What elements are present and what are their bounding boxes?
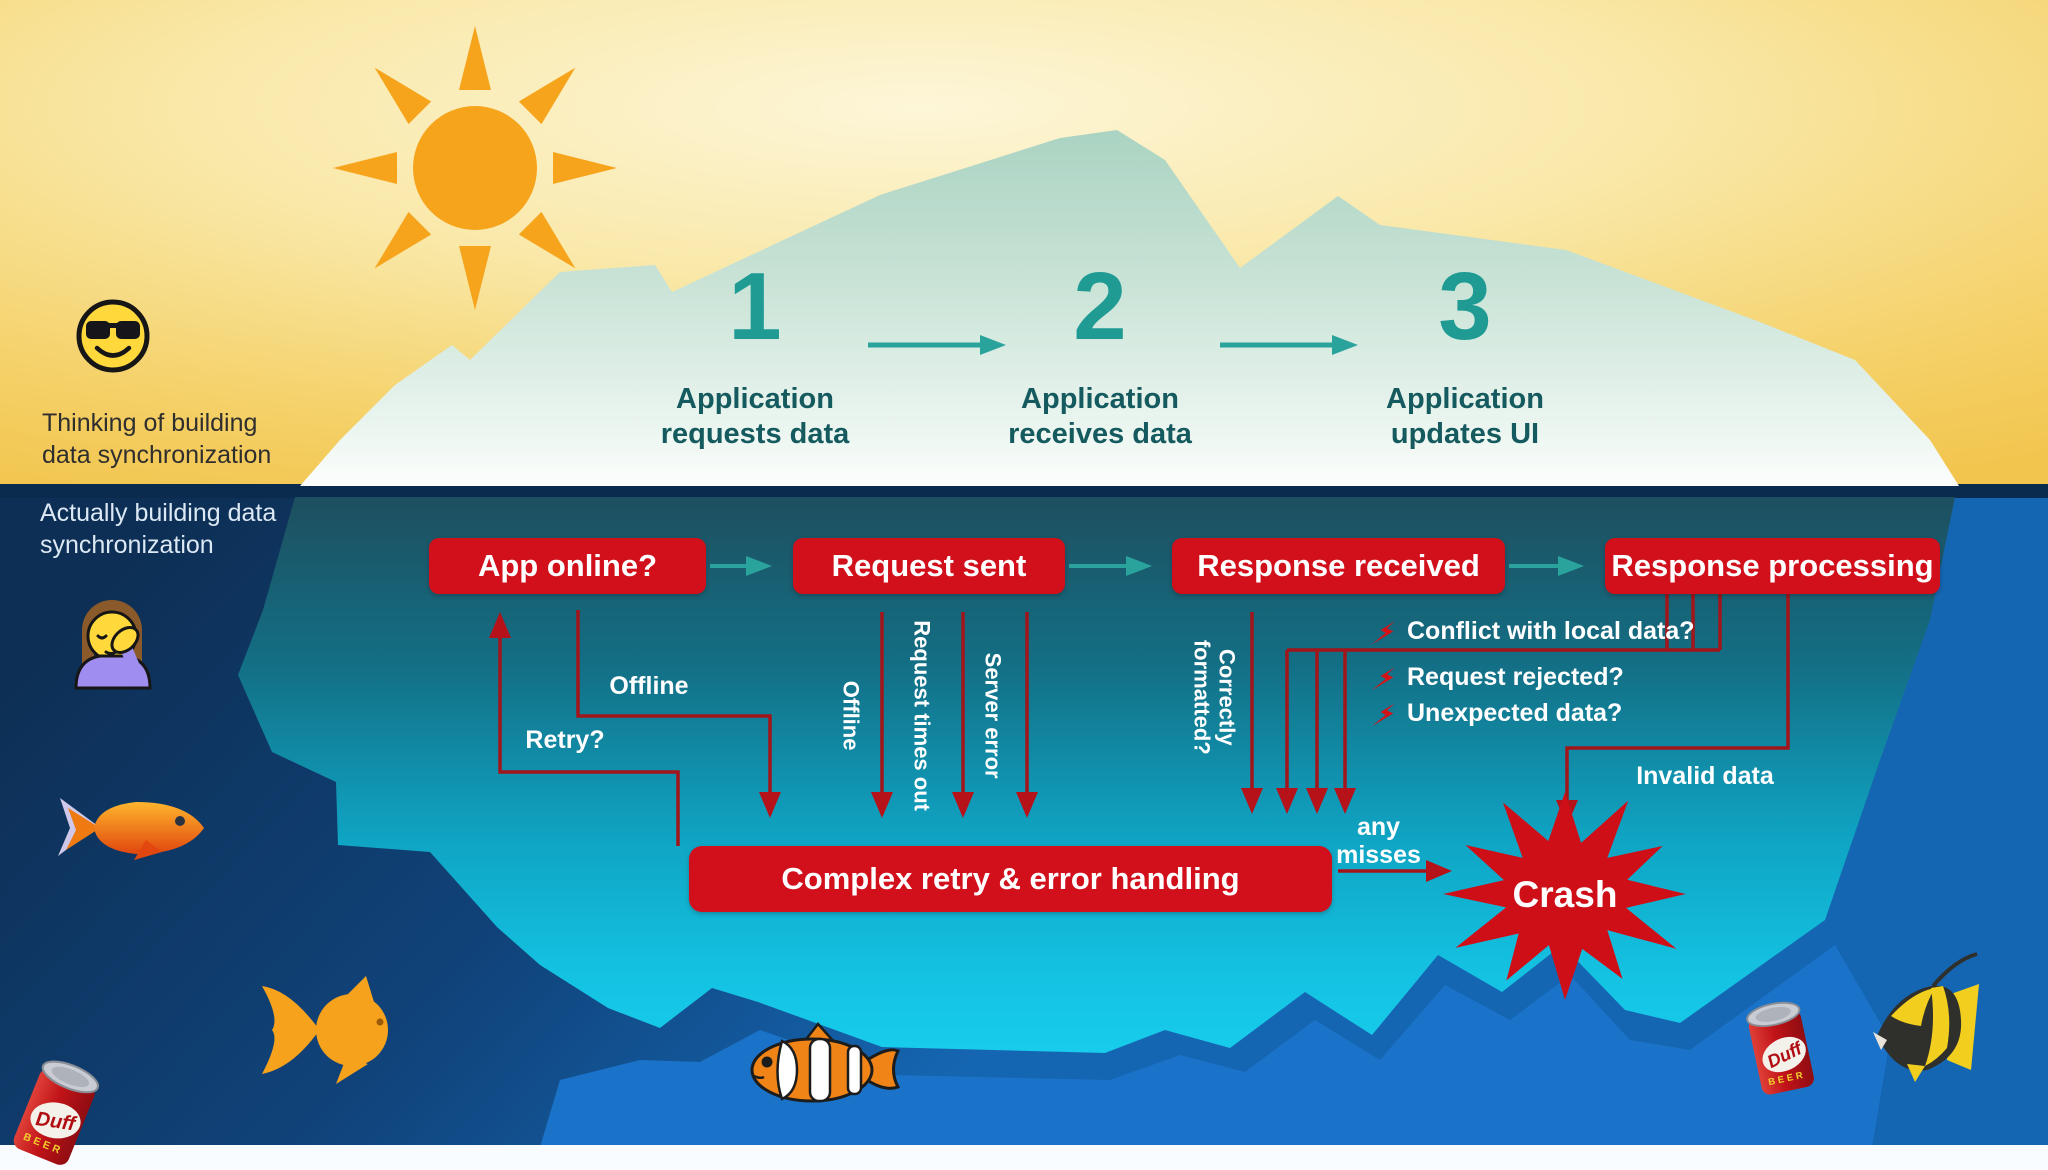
- flowbox-app-online: App online?: [429, 538, 706, 594]
- bottom-band: [0, 1145, 2048, 1170]
- label-offline-request: Offline: [838, 680, 864, 751]
- tropical-fish: [58, 798, 204, 860]
- label-offline-app: Offline: [609, 672, 689, 700]
- clownfish: [750, 1022, 901, 1103]
- step-1-number: 1: [728, 253, 782, 360]
- flowbox-response-received: Response received: [1172, 538, 1505, 594]
- flowbox-request-sent: Request sent: [793, 538, 1065, 594]
- label-request-rejected: Request rejected?: [1407, 663, 1624, 691]
- facepalm-emoji: [74, 600, 152, 690]
- label-correctly-formatted: Correctly formatted?: [1189, 639, 1240, 755]
- step-3-number: 3: [1438, 253, 1492, 360]
- actually-caption: Actually building data synchronization: [40, 499, 277, 559]
- waterline: [0, 484, 2048, 498]
- step-2-label: Application receives data: [1008, 383, 1192, 451]
- step-2-number: 2: [1073, 253, 1127, 360]
- step-1-label: Application requests data: [660, 383, 850, 451]
- label-any-misses: any misses: [1336, 813, 1421, 869]
- error-connectors: [489, 594, 1790, 882]
- lightning-icon: [1371, 621, 1396, 645]
- goldfish: [262, 976, 388, 1084]
- step-3-label: Application updates UI: [1386, 383, 1544, 451]
- moorish-idol-fish: [1873, 952, 1979, 1082]
- lightning-icon: [1371, 667, 1396, 691]
- label-conflict-local-data: Conflict with local data?: [1407, 617, 1695, 645]
- sunglasses-emoji: [76, 299, 150, 373]
- label-server-error: Server error: [980, 652, 1006, 779]
- deep-water-silhouette: [540, 945, 1890, 1147]
- iceberg-above-water: [300, 130, 1959, 486]
- edge-retry-loop: [489, 612, 680, 846]
- duff-can: Duff BEER: [13, 1060, 100, 1165]
- handler-box: Complex retry & error handling: [689, 846, 1332, 912]
- edge-offline-app: [576, 610, 781, 818]
- duff-can: Duff BEER: [1746, 1001, 1814, 1095]
- sun-icon: [333, 26, 617, 310]
- thinking-caption: Thinking of building data synchronizatio…: [42, 409, 272, 469]
- flowbox-response-processing: Response processing: [1605, 538, 1940, 594]
- label-unexpected-data: Unexpected data?: [1407, 699, 1623, 727]
- lightning-icons: [1371, 621, 1396, 727]
- label-request-times-out: Request times out: [909, 620, 935, 811]
- crash-label: Crash: [1512, 874, 1618, 915]
- label-invalid-data: Invalid data: [1636, 762, 1774, 790]
- label-retry: Retry?: [525, 726, 605, 754]
- lightning-icon: [1371, 703, 1396, 727]
- crash-burst-icon: [1443, 792, 1686, 1000]
- edge-invalid-data: [1556, 594, 1790, 826]
